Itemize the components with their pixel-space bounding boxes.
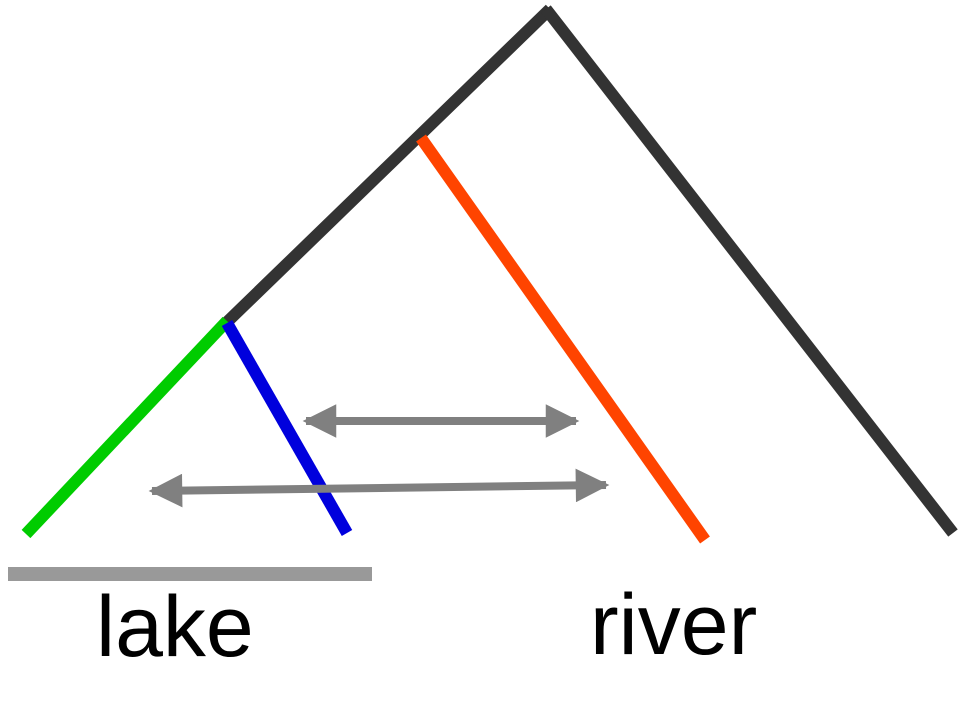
- lake-blue-branch: [221, 320, 353, 536]
- lake-green-branch: [21, 316, 232, 539]
- lake-label: lake: [96, 579, 254, 675]
- backbone-right-edge: [541, 5, 958, 537]
- river-label: river: [590, 577, 758, 673]
- backbone-left-edge: [220, 4, 555, 329]
- lower-double-arrow: [148, 468, 610, 508]
- river-branch: [416, 134, 710, 544]
